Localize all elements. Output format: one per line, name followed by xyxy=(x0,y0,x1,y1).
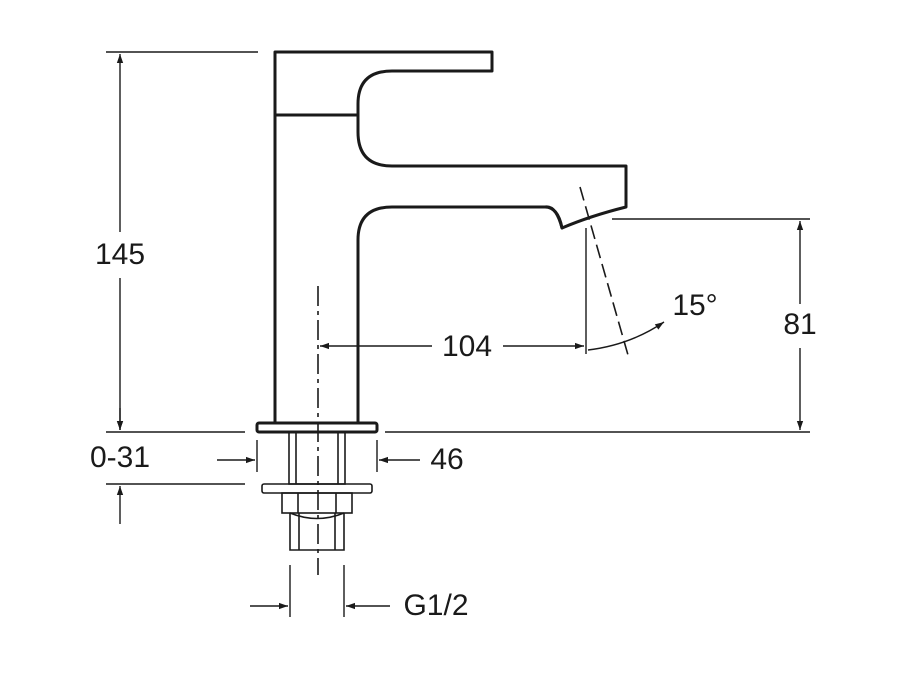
dim-label-spout-reach: 104 xyxy=(442,330,492,363)
faucet-body xyxy=(273,113,628,425)
lever-handle xyxy=(273,50,494,117)
mounting-assembly xyxy=(261,431,373,551)
dim-15-arc xyxy=(587,321,665,351)
dimension-lines xyxy=(106,51,810,617)
dim-label-spout-angle: 15° xyxy=(672,289,717,322)
connector-hex xyxy=(289,512,345,520)
faucet-outline xyxy=(255,50,628,434)
dim-label-spout-height: 81 xyxy=(783,308,816,341)
dim-label-deck-thickness: 0-31 xyxy=(90,441,150,474)
dim-label-base-diameter: 46 xyxy=(430,443,463,476)
fixing-nut xyxy=(281,492,353,514)
dim-label-thread: G1/2 xyxy=(403,589,468,622)
connector xyxy=(289,513,345,551)
spout-outlet xyxy=(543,205,564,230)
threaded-shank xyxy=(288,431,346,485)
spout-axis-dashed xyxy=(579,186,629,356)
washer xyxy=(261,483,373,494)
deck-base-plate xyxy=(255,421,379,434)
dim-label-height-total: 145 xyxy=(95,238,145,271)
